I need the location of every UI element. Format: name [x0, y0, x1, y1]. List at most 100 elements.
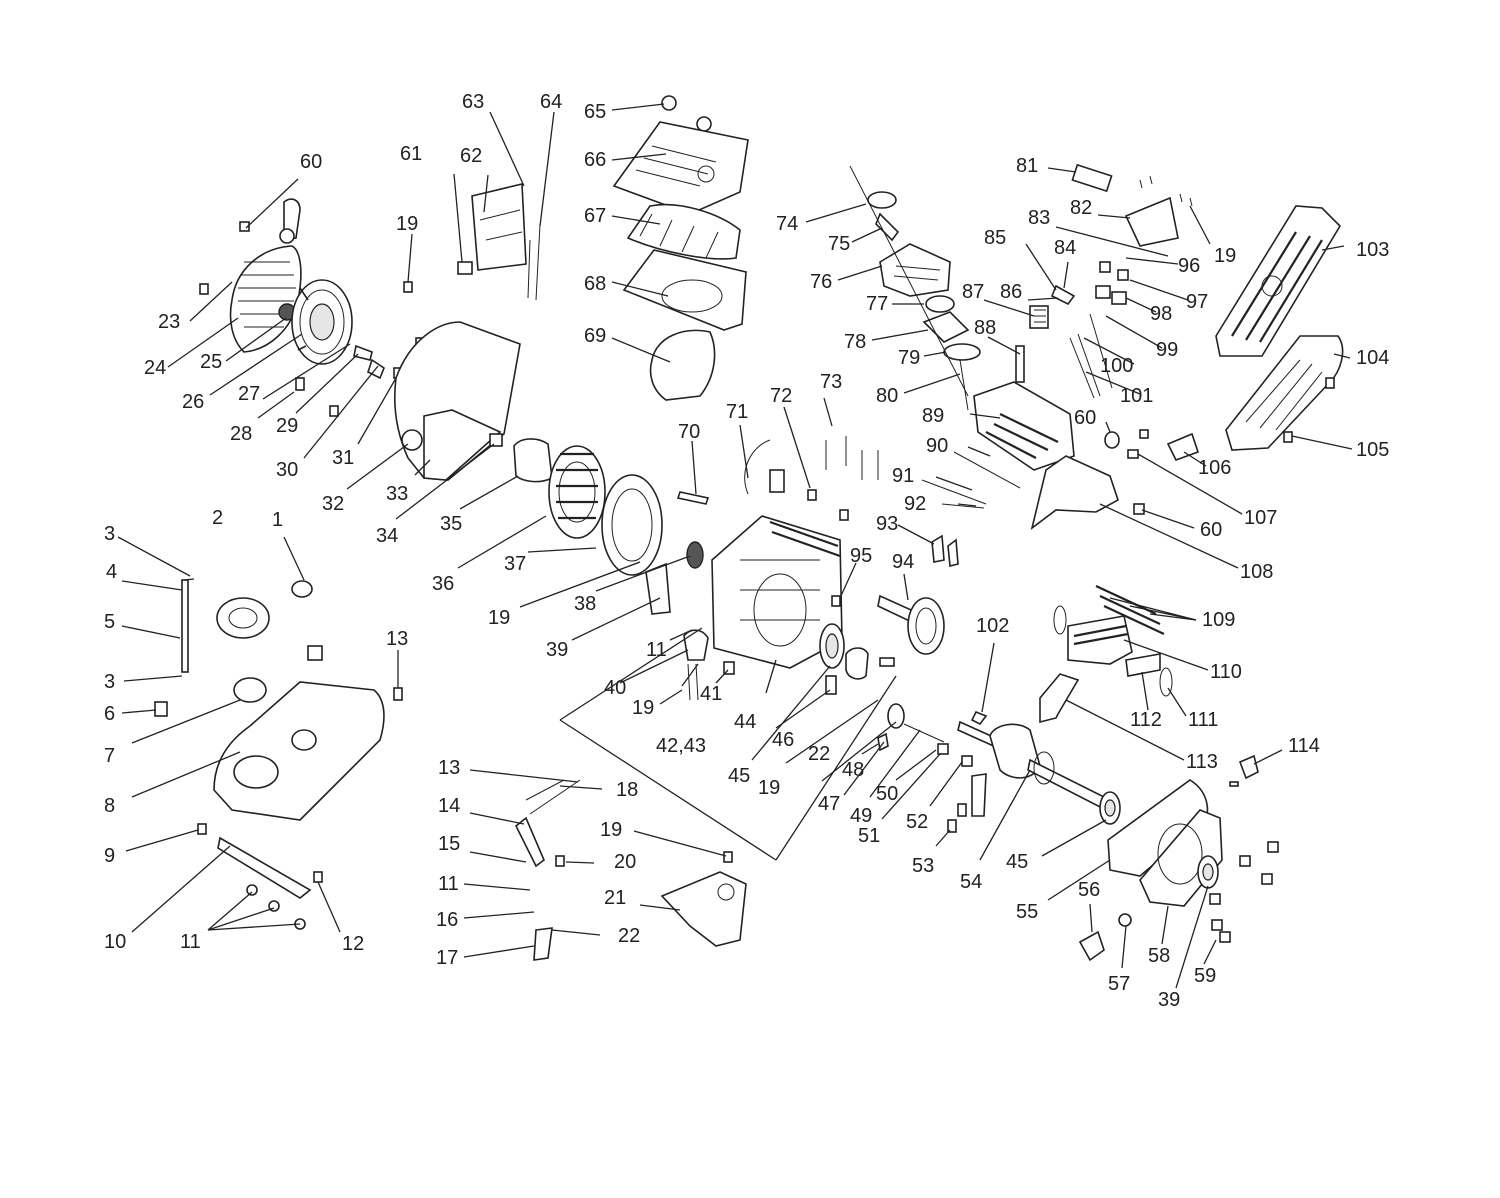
- callout-92: 92: [904, 493, 926, 515]
- callout-80: 80: [876, 385, 898, 407]
- callout-45: 45: [1006, 851, 1028, 873]
- callout-16: 16: [436, 909, 458, 931]
- callout-90: 90: [926, 435, 948, 457]
- callout-2: 2: [212, 507, 223, 529]
- callout-63: 63: [462, 91, 484, 113]
- callout-19: 19: [1214, 245, 1236, 267]
- air-cleaner-drawing: [612, 95, 749, 401]
- callout-93: 93: [876, 513, 898, 535]
- callout-25: 25: [200, 351, 222, 373]
- callout-1: 1: [272, 509, 283, 531]
- callout-100: 100: [1100, 355, 1133, 377]
- callout-61: 61: [400, 143, 422, 165]
- crankshaft-drawing: [957, 710, 1112, 812]
- callout-51: 51: [858, 825, 880, 847]
- callout-91: 91: [892, 465, 914, 487]
- callout-96: 96: [1178, 255, 1200, 277]
- carburetor-drawing: [849, 165, 981, 411]
- callout-88: 88: [974, 317, 996, 339]
- piston-drawing: [1039, 585, 1173, 724]
- callout-27: 27: [238, 383, 260, 405]
- callout-76: 76: [810, 271, 832, 293]
- callout-113: 113: [1186, 751, 1218, 773]
- callout-17: 17: [436, 947, 458, 969]
- callout-31: 31: [332, 447, 354, 469]
- callout-73: 73: [820, 371, 842, 393]
- callout-11: 11: [180, 931, 201, 953]
- callout-49: 49: [850, 805, 872, 827]
- callout-39: 39: [1158, 989, 1180, 1011]
- camshaft-drawing: [831, 594, 945, 655]
- callout-64: 64: [540, 91, 562, 113]
- callout-11: 11: [646, 639, 667, 661]
- callout-84: 84: [1054, 237, 1076, 259]
- bearing-drawing: [819, 623, 1121, 825]
- callout-56: 56: [1078, 879, 1100, 901]
- callout-69: 69: [584, 325, 606, 347]
- callout-41: 41: [700, 683, 722, 705]
- control-linkage-drawing: [514, 779, 747, 961]
- callout-67: 67: [584, 205, 606, 227]
- callout-15: 15: [438, 833, 460, 855]
- callout-98: 98: [1150, 303, 1172, 325]
- callout-82: 82: [1070, 197, 1092, 219]
- callout-54: 54: [960, 871, 982, 893]
- callout-57: 57: [1108, 973, 1130, 995]
- callout-104: 104: [1356, 347, 1389, 369]
- callout-95: 95: [850, 545, 872, 567]
- callout-60: 60: [1074, 407, 1096, 429]
- callout-36: 36: [432, 573, 454, 595]
- callout-19: 19: [396, 213, 418, 235]
- callout-89: 89: [922, 405, 944, 427]
- callout-7: 7: [104, 745, 115, 767]
- callout-72: 72: [770, 385, 792, 407]
- callout-38: 38: [574, 593, 596, 615]
- callout-70: 70: [678, 421, 700, 443]
- callout-55: 55: [1016, 901, 1038, 923]
- callout-33: 33: [386, 483, 408, 505]
- callout-65: 65: [584, 101, 606, 123]
- callout-11: 11: [438, 873, 459, 895]
- callout-112: 112: [1130, 709, 1162, 731]
- callout-101: 101: [1120, 385, 1153, 407]
- callout-28: 28: [230, 423, 252, 445]
- callout-26: 26: [182, 391, 204, 413]
- callout-79: 79: [898, 347, 920, 369]
- callout-3: 3: [104, 671, 115, 693]
- callout-94: 94: [892, 551, 914, 573]
- callout-47: 47: [818, 793, 840, 815]
- flywheel-drawing: [489, 433, 704, 576]
- callout-87: 87: [962, 281, 984, 303]
- callout-19: 19: [632, 697, 654, 719]
- callout-37: 37: [504, 553, 526, 575]
- callout-4: 4: [106, 561, 117, 583]
- callout-46: 46: [772, 729, 794, 751]
- callout-106: 106: [1198, 457, 1231, 479]
- callout-48: 48: [842, 759, 864, 781]
- callout-29: 29: [276, 415, 298, 437]
- governor-drawing: [825, 647, 987, 833]
- crankcase-drawing: [711, 515, 843, 669]
- callout-53: 53: [912, 855, 934, 877]
- callout-74: 74: [776, 213, 798, 235]
- callout-109: 109: [1202, 609, 1235, 631]
- callout-81: 81: [1016, 155, 1038, 177]
- callout-110: 110: [1210, 661, 1242, 683]
- callout-19: 19: [488, 607, 510, 629]
- callout-59: 59: [1194, 965, 1216, 987]
- callout-114: 114: [1288, 735, 1320, 757]
- callout-24: 24: [144, 357, 166, 379]
- callout-9: 9: [104, 845, 115, 867]
- callout-13: 13: [438, 757, 460, 779]
- callout-105: 105: [1356, 439, 1389, 461]
- leader-lines: [117, 103, 1353, 989]
- callout-60: 60: [1200, 519, 1222, 541]
- callout-10: 10: [104, 931, 126, 953]
- callout-23: 23: [158, 311, 180, 333]
- callout-3: 3: [104, 523, 115, 545]
- blower-housing-drawing: [393, 321, 521, 481]
- callout-44: 44: [734, 711, 756, 733]
- callout-18: 18: [616, 779, 638, 801]
- callout-19: 19: [758, 777, 780, 799]
